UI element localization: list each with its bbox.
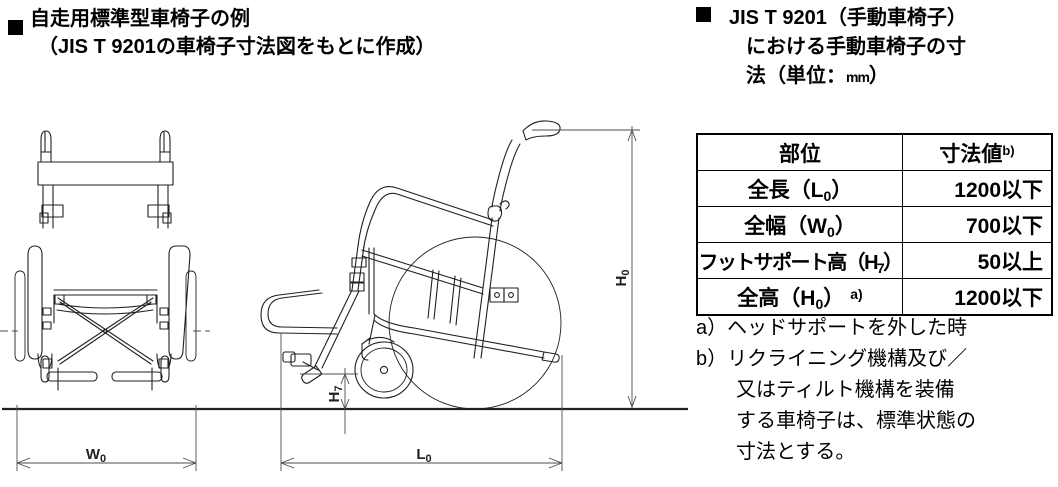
filled-square-bullet-icon [8,20,23,35]
table-header-part: 部位 [696,134,903,171]
footnote-b-cont1-text: 又はティルト機構を装備 [736,379,955,401]
footnote-marker-a: a) [850,285,863,302]
right-spec-panel: JIS T 9201（手動車椅子） における手動車椅子の寸 法（単位：mm） 部… [692,0,1058,487]
right-heading-line1: JIS T 9201（手動車椅子） [729,7,967,29]
table-row: 全幅（W0） 700以下 [696,206,1053,243]
table-cell-part: フットサポート高（H7） [696,242,903,279]
footnotes-block: a） ヘッドサポートを外した時 b） リクライニング機構及び／ 又はティルト機構… [696,313,1056,468]
table-header-value: 寸法値b) [902,134,1053,171]
left-heading-line2: （JIS T 9201の車椅子寸法図をもとに作成） [38,36,436,58]
footnote-b-marker: b） [696,348,728,370]
right-heading-line1-row: JIS T 9201（手動車椅子） [696,4,1058,33]
footnote-marker-b: b) [1002,142,1015,158]
table-cell-value: 1200以下 [902,278,1053,316]
width-dimension-label: W0 [86,446,106,465]
right-heading-block: JIS T 9201（手動車椅子） における手動車椅子の寸 法（単位：mm） [696,4,1058,92]
front-view-width-dimension: W0 [16,405,197,471]
footnote-a-text: ヘッドサポートを外した時 [727,317,968,339]
right-heading-line3-prefix: 法（単位： [746,65,846,87]
dimension-spec-table: 部位 寸法値b) 全長（L0） 1200以下 全幅（W0） 700以下 フットサ… [696,133,1053,316]
table-row: 全高（H0）a) 1200以下 [696,278,1053,316]
left-heading-line1-row: 自走用標準型車椅子の例 [8,6,678,35]
footnote-b-cont3: 寸法とする。 [736,437,1056,468]
footnote-b-cont1: 又はティルト機構を装備 [736,375,1056,406]
right-heading-line3-suffix: ） [868,65,889,87]
footnote-b-cont2-text: する車椅子は、標準状態の [736,410,976,432]
footnote-b-cont2: する車椅子は、標準状態の [736,406,1056,437]
table-row: フットサポート高（H7） 50以上 [696,242,1053,279]
height-dimension-label: H0 [613,270,632,287]
length-dimension-label: L0 [416,446,431,465]
filled-square-bullet-icon [696,7,711,22]
table-row: 全長（L0） 1200以下 [696,170,1053,207]
table-cell-part: 全幅（W0） [696,206,903,243]
footnote-a-marker: a） [696,317,728,339]
footnote-b-text: リクライニング機構及び／ [727,348,968,370]
side-view-height-dimension: H0 [532,126,640,409]
side-view-wheelchair [260,120,562,410]
footsupport-height-dimension: H7 [300,368,358,434]
table-header-row: 部位 寸法値b) [696,134,1053,171]
front-view-wheelchair [0,130,210,391]
table-cell-value: 700以下 [902,206,1053,243]
left-heading-line1: 自走用標準型車椅子の例 [30,8,250,30]
unit-mm-text: mm [846,69,870,85]
right-heading-line3: 法（単位：mm） [746,62,1058,92]
table-cell-part: 全長（L0） [696,170,903,207]
left-figure-panel: 自走用標準型車椅子の例 （JIS T 9201の車椅子寸法図をもとに作成） [0,6,688,471]
wheelchair-dimension-drawing: W0 [0,120,688,471]
footsupport-height-label: H7 [326,386,345,403]
footnote-b-cont3-text: 寸法とする。 [736,441,856,463]
footnote-b: b） リクライニング機構及び／ [696,344,1056,375]
footnote-a: a） ヘッドサポートを外した時 [696,313,1056,344]
right-heading-line2: における手動車椅子の寸 [746,36,966,58]
left-heading-block: 自走用標準型車椅子の例 （JIS T 9201の車椅子寸法図をもとに作成） [8,6,678,62]
side-view-length-dimension: L0 [280,333,563,471]
table-cell-value: 50以上 [902,242,1053,279]
table-cell-value: 1200以下 [902,170,1053,207]
table-cell-part: 全高（H0）a) [696,278,903,316]
